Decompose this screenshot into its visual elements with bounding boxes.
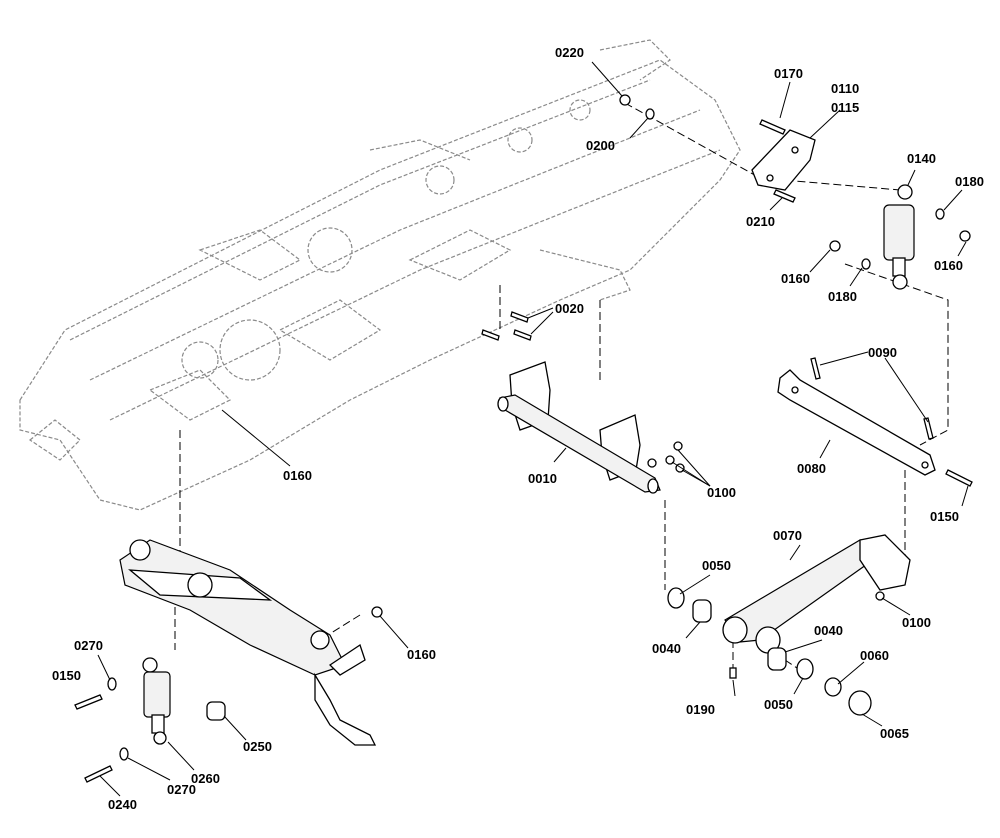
washer-0180-upper — [935, 208, 945, 220]
label-0180-upper: 0180 — [955, 174, 984, 189]
washer-0180-lower — [861, 258, 871, 270]
label-0220: 0220 — [555, 45, 584, 60]
bolt-0240 — [84, 765, 113, 783]
label-0060: 0060 — [860, 648, 889, 663]
nut-0160-lower — [829, 240, 841, 252]
label-0170: 0170 — [774, 66, 803, 81]
label-0010: 0010 — [528, 471, 557, 486]
nuts-0100-upper — [647, 441, 685, 473]
label-0040-left: 0040 — [652, 641, 681, 656]
front-axle-mount — [497, 361, 661, 494]
label-0080: 0080 — [797, 461, 826, 476]
washer-0270-lower — [119, 747, 129, 761]
label-0065: 0065 — [880, 726, 909, 741]
label-0210: 0210 — [746, 214, 775, 229]
washer-0050-left — [667, 587, 685, 609]
label-0050-right: 0050 — [764, 697, 793, 712]
label-0160-mid: 0160 — [781, 271, 810, 286]
leader-lines — [97, 61, 969, 797]
bolt-0170 — [759, 119, 786, 135]
label-0050-left: 0050 — [702, 558, 731, 573]
label-0240: 0240 — [108, 797, 137, 812]
label-0115: 0115 — [831, 100, 859, 115]
bushing-0040-right — [767, 647, 787, 671]
label-0110: 0110 — [831, 81, 859, 96]
front-shock-absorber — [142, 657, 171, 745]
label-0160-frame: 0160 — [283, 468, 312, 483]
label-0270-upper: 0270 — [74, 638, 103, 653]
label-0160-upper: 0160 — [934, 258, 963, 273]
label-0070: 0070 — [773, 528, 802, 543]
fitting-0190 — [729, 667, 737, 679]
label-0040-right: 0040 — [814, 623, 843, 638]
rear-beam-0070 — [722, 534, 911, 654]
washer-0050-right — [796, 658, 814, 680]
chassis-frame — [19, 39, 741, 511]
label-0090: 0090 — [868, 345, 897, 360]
label-0180-lower: 0180 — [828, 289, 857, 304]
bushing-0040-left — [692, 599, 712, 623]
spacer-0250 — [206, 701, 226, 721]
label-0260: 0260 — [191, 771, 220, 786]
bolts-0020 — [481, 311, 532, 341]
front-axle-assembly — [119, 539, 377, 746]
label-0250: 0250 — [243, 739, 272, 754]
label-0100-lower: 0100 — [902, 615, 931, 630]
nut-0220 — [619, 94, 631, 106]
label-0150-left: 0150 — [52, 668, 81, 683]
bolts-0090 — [810, 357, 934, 440]
label-0270-lower: 0270 — [167, 782, 196, 797]
rear-shock-absorber — [883, 184, 915, 290]
label-0190: 0190 — [686, 702, 715, 717]
label-0100-upper: 0100 — [707, 485, 736, 500]
label-0160-front: 0160 — [407, 647, 436, 662]
bolt-0210 — [773, 189, 796, 203]
bolt-0150-left — [74, 694, 103, 710]
part-labels: 0220 0200 0170 0110 0115 0140 0180 0210 … — [52, 45, 984, 812]
label-0020: 0020 — [555, 301, 584, 316]
crossbar-0080 — [777, 369, 936, 476]
rear-shock-bracket — [751, 129, 816, 191]
washer-0270-upper — [107, 677, 117, 691]
nut-0160-upper — [959, 230, 971, 242]
label-0200: 0200 — [586, 138, 615, 153]
nut-0160-front — [371, 606, 383, 618]
washer-0200 — [645, 108, 655, 120]
bolt-0150-right — [945, 469, 973, 487]
label-0150-right: 0150 — [930, 509, 959, 524]
label-0140: 0140 — [907, 151, 936, 166]
washer-0060 — [824, 677, 842, 697]
cap-0065 — [848, 690, 872, 716]
